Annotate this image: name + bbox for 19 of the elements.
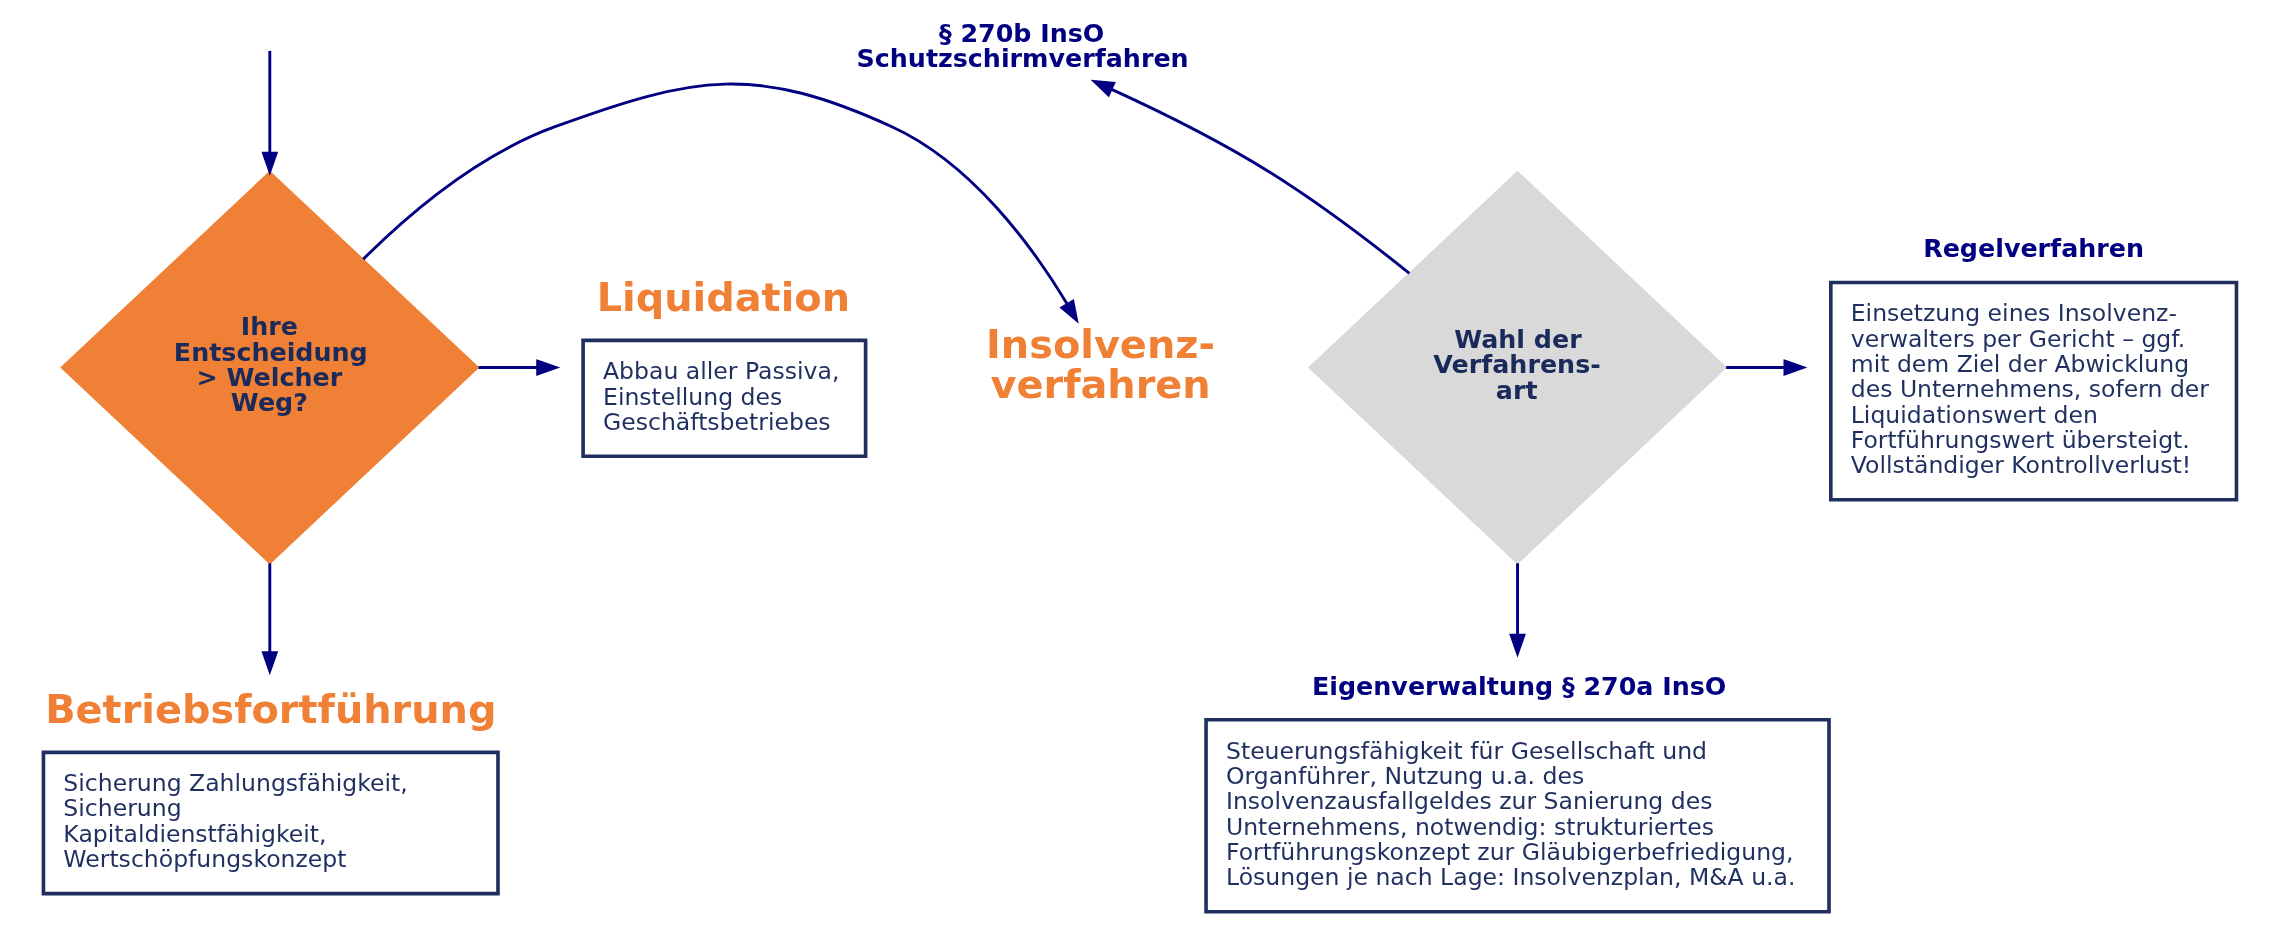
node-box: Steuerungsfähigkeit für Gesellschaft und Organführer, Nutzung u.a. des Insolvenzausfallgeldes zur Sanierung des Unternehmens, notwendig: strukturiertes Fortführungskonzept zur Gläubigerbefriedigung, Lösungen je nach Lage: Insolvenzplan, M&A u.a. [1204, 717, 1831, 914]
arrow [1726, 358, 1808, 376]
node-box: Abbau aller Passiva, Einstellung des Geschäftsbetriebes [581, 338, 868, 458]
arrow [362, 82, 1079, 324]
node-label: Betriebsfortführung [45, 685, 497, 732]
node-box: Sicherung Zahlungsfähigkeit, Sicherung Kapitaldienstfähigkeit, Wertschöpfungskonzept [41, 750, 500, 895]
node-box: Einsetzung eines Insolvenz- verwalters per Gericht – ggf. mit dem Ziel der Abwicklung des Unternehmens, sofern der Liquidationswert den Fortführungswert übersteigt. Vollständiger Kontrollverlust! [1829, 280, 2239, 502]
node-label: Regelverfahren [1923, 232, 2145, 263]
node-label: Liquidation [596, 273, 851, 320]
arrow [1090, 79, 1411, 274]
arrow [261, 562, 279, 675]
node-text: § 270b InsO Schutzschirmverfahren [856, 17, 1189, 73]
node-diamond: Wahl der Verfahrens- art [1307, 170, 1728, 564]
arrow [478, 358, 561, 376]
node-text: Insolvenz- verfahren [986, 320, 1215, 407]
arrow [261, 50, 279, 176]
node-diamond: Ihre Entscheidung > Welcher Weg? [60, 170, 480, 564]
node-label: Eigenverwaltung § 270a InsO [1311, 670, 1727, 701]
arrow [1509, 562, 1526, 658]
